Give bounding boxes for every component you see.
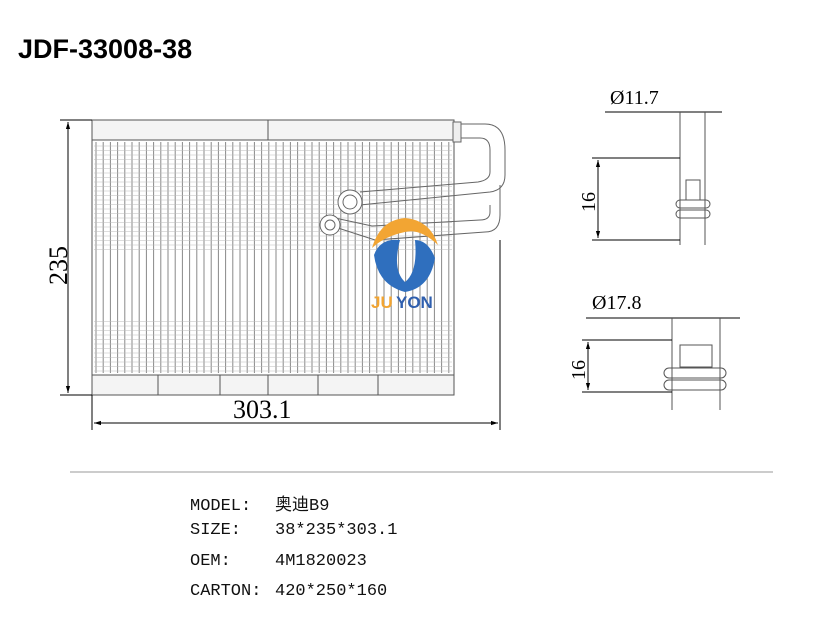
height-dimension-label: 235 [44,246,73,285]
evaporator-core [91,119,455,396]
top-tank [91,119,455,141]
small-pipe-diameter-label: Ø11.7 [610,87,659,109]
refrigerant-pipes [319,121,506,241]
large-pipe-detail [582,317,740,410]
spec-value: 38*235*303.1 [275,521,398,540]
small-pipe-length-label: 16 [578,192,600,212]
height-dimension [60,119,92,396]
logo-text-ju: JU [371,293,393,312]
bottom-tank [91,374,455,396]
spec-row-model: MODEL: 奥迪B9 [190,490,329,516]
width-dimension [91,240,501,430]
juyon-logo: JU YON [371,218,438,312]
spec-value: 4M1820023 [275,552,367,571]
large-pipe-diameter-label: Ø17.8 [592,292,641,314]
part-number-title: JDF-33008-38 [18,34,193,64]
spec-row-size: SIZE: 38*235*303.1 [190,521,397,540]
spec-value: 420*250*160 [275,582,388,601]
small-pipe-detail [592,111,722,245]
large-pipe-length-label: 16 [568,360,590,380]
spec-label: MODEL: [190,497,252,516]
spec-label: CARTON: [190,582,262,601]
spec-row-oem: OEM: 4M1820023 [190,552,367,571]
spec-value: 奥迪B9 [275,497,330,516]
spec-label: OEM: [190,552,231,571]
width-dimension-label: 303.1 [233,395,292,424]
spec-row-carton: CARTON: 420*250*160 [190,582,387,601]
bottom-tank-dividers [157,375,379,395]
logo-text-yon: YON [396,293,433,312]
spec-label: SIZE: [190,521,242,540]
